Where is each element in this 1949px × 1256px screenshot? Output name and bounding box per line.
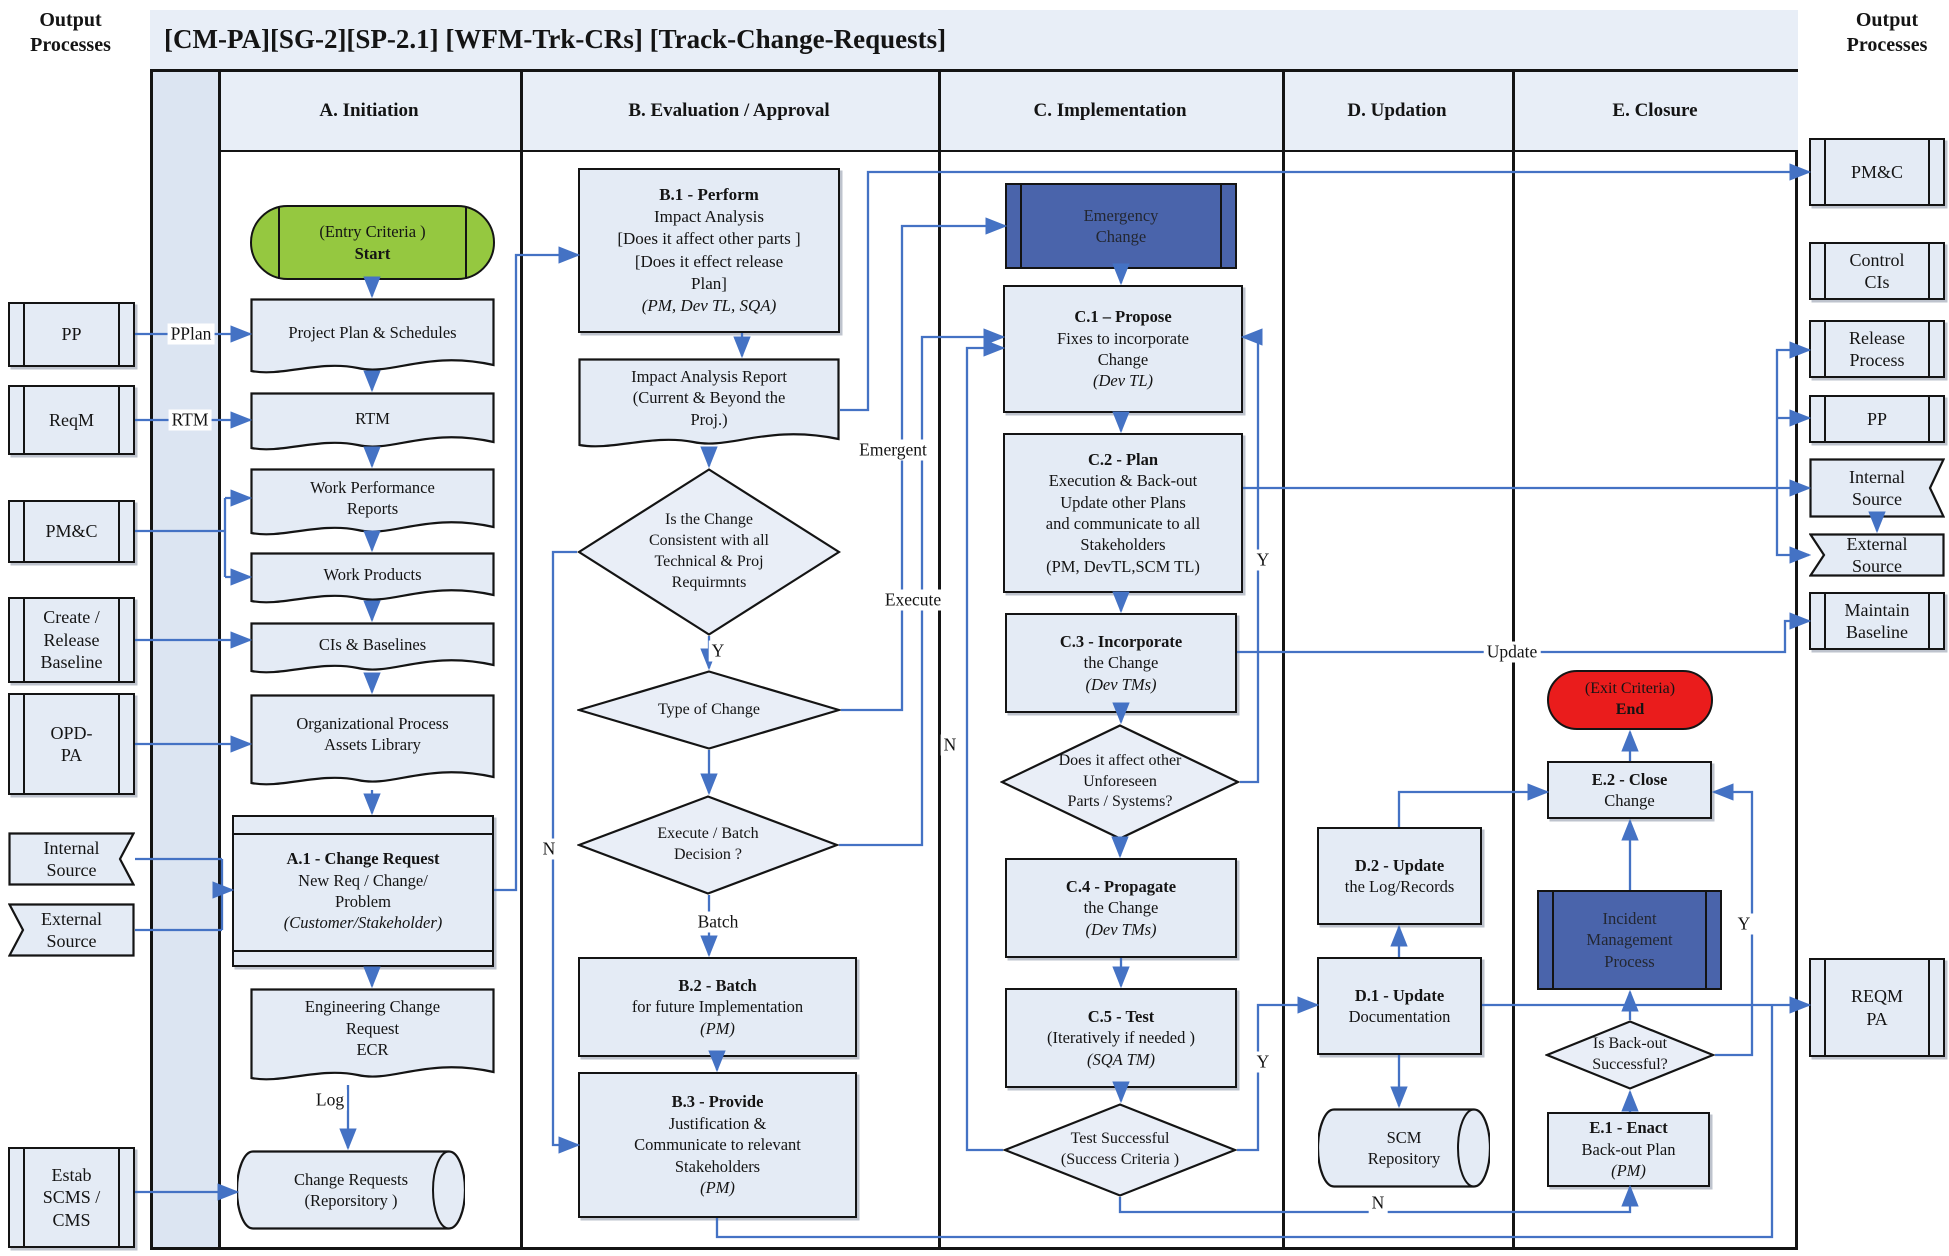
edge-label-n: N <box>1368 1192 1388 1214</box>
edge-label-y: Y <box>1253 549 1273 571</box>
c5-test: C.5 - Test(Iteratively if needed )(SQA T… <box>1005 988 1237 1088</box>
lane-divider <box>938 72 941 1250</box>
doc-work-products: Work Products <box>250 552 495 608</box>
diagram-title: [CM-PA][SG-2][SP-2.1] [WFM-Trk-CRs] [Tra… <box>150 10 1798 72</box>
input-opd-pa: OPD-PA <box>8 693 135 795</box>
lane-divider <box>520 72 523 1250</box>
change-requests-repository: Change Requests(Reporsitory ) <box>237 1150 465 1230</box>
edge-label-y: Y <box>1253 1051 1273 1073</box>
edge-label-n: N <box>940 734 960 756</box>
edge-label-rtm: RTM <box>168 409 212 431</box>
edge-label-pplan: PPlan <box>167 323 215 345</box>
corner-line: Output <box>1855 9 1919 31</box>
edge-label-y: Y <box>708 640 728 662</box>
lane-divider <box>1282 72 1285 1250</box>
lane-divider <box>218 72 221 1250</box>
output-processes-label-right: Output Processes <box>1828 8 1946 58</box>
decision-type-of-change: Type of Change <box>577 670 841 750</box>
edge-label-log: Log <box>312 1089 348 1111</box>
corner-line: Processes <box>30 34 111 56</box>
output-processes-label-left: Output Processes <box>8 8 133 58</box>
decision-test-successful: Test Successful(Success Criteria ) <box>1003 1103 1237 1197</box>
doc-cis-baselines: CIs & Baselines <box>250 622 495 678</box>
lane-header-closure: E. Closure <box>1512 72 1798 152</box>
doc-impact-analysis-report: Impact Analysis Report(Current & Beyond … <box>578 358 840 452</box>
lane-header-evaluation: B. Evaluation / Approval <box>520 72 938 152</box>
input-reqm: ReqM <box>8 385 135 455</box>
edge-label-n: N <box>539 838 559 860</box>
edge-label-batch: Batch <box>694 911 742 933</box>
edge-label-update: Update <box>1483 641 1541 663</box>
corner-line: Output <box>39 9 102 31</box>
edge-label-execute: Execute <box>881 589 945 611</box>
input-connector-strip <box>150 72 218 1250</box>
lane-header-updation: D. Updation <box>1282 72 1512 152</box>
doc-project-plan-schedules: Project Plan & Schedules <box>250 298 495 378</box>
end-terminator: (Exit Criteria)End <box>1547 670 1713 730</box>
output-pmc: PM&C <box>1809 138 1945 206</box>
edge-label-y: Y <box>1734 913 1754 935</box>
edge-label-emergent: Emergent <box>856 439 930 461</box>
lane-header-implementation: C. Implementation <box>938 72 1282 152</box>
input-pp: PP <box>8 302 135 367</box>
output-pp: PP <box>1809 395 1945 443</box>
lane-header-initiation: A. Initiation <box>218 72 520 152</box>
doc-rtm: RTM <box>250 392 495 455</box>
corner-line: Processes <box>1846 34 1928 56</box>
start-terminator: (Entry Criteria )Start <box>250 205 495 280</box>
input-pmc: PM&C <box>8 500 135 563</box>
